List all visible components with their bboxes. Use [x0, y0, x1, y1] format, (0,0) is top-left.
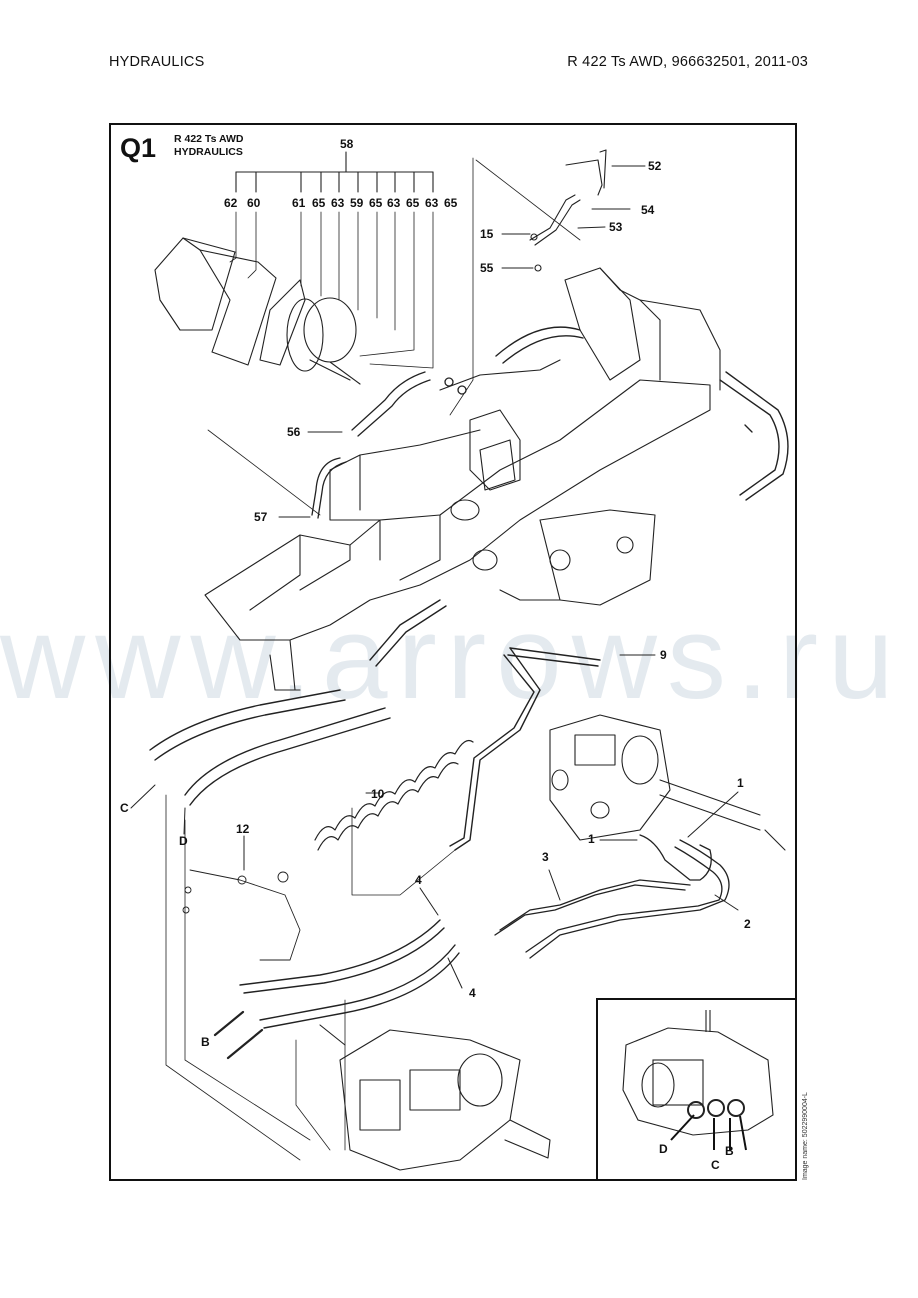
callout-53: 53	[609, 220, 623, 234]
callout-1-lower: 1	[588, 832, 595, 846]
tractor-frame	[204, 359, 711, 691]
hydraulic-cylinder	[259, 279, 361, 385]
callout-3: 3	[542, 850, 549, 864]
group-part: 63	[387, 196, 401, 210]
group-label-58: 58	[340, 137, 354, 151]
section-code: Q1	[120, 133, 157, 163]
inset-transmission	[622, 1010, 774, 1151]
group-part: 65	[444, 196, 458, 210]
handle-bars	[495, 326, 789, 501]
group-part: 59	[350, 196, 364, 210]
callout-55: 55	[480, 261, 494, 275]
callout-1-upper: 1	[737, 776, 744, 790]
inset-label-b: B	[725, 1144, 734, 1158]
page-header-model: R 422 Ts AWD, 966632501, 2011-03	[567, 54, 808, 70]
callout-12: 12	[236, 822, 250, 836]
inset-label-d: D	[659, 1142, 668, 1156]
inset-detail: D C B	[596, 998, 797, 1181]
callout-2: 2	[744, 917, 751, 931]
rear-transmission	[319, 1024, 551, 1171]
group-part: 63	[331, 196, 345, 210]
spring-10	[314, 739, 474, 851]
pipes-2-3	[494, 834, 730, 959]
group-part: 61	[292, 196, 306, 210]
rear-frame	[499, 267, 721, 606]
callout-d: D	[179, 834, 188, 848]
lever-52-53	[529, 149, 607, 272]
inset-label-c: C	[711, 1158, 720, 1172]
group-part: 62	[224, 196, 238, 210]
callout-b: B	[201, 1035, 210, 1049]
page-header-section: HYDRAULICS	[109, 54, 205, 70]
diagram-frame	[109, 123, 797, 1181]
callout-c: C	[120, 801, 129, 815]
front-transmission	[549, 714, 786, 851]
callout-52: 52	[648, 159, 662, 173]
group-58-leaders	[229, 211, 434, 369]
callout-57: 57	[254, 510, 268, 524]
image-name-caption: Image name: 5022990004-L	[802, 1092, 809, 1180]
callout-arrows	[213, 1010, 264, 1060]
model-title: R 422 Ts AWD HYDRAULICS	[174, 133, 243, 159]
model-line-1: R 422 Ts AWD	[174, 133, 244, 145]
callout-4-upper: 4	[415, 873, 422, 887]
callout-56: 56	[287, 425, 301, 439]
hoses-4	[239, 919, 460, 1029]
group-part: 65	[312, 196, 326, 210]
group-part: 63	[425, 196, 439, 210]
watermark: www.arrows.ru	[0, 592, 904, 724]
leader-lines	[165, 157, 581, 1161]
group-58-bracket	[235, 151, 434, 193]
main-hoses	[149, 599, 601, 851]
callout-15: 15	[480, 227, 494, 241]
cylinder-hoses	[311, 371, 467, 519]
callout-4-lower: 4	[469, 986, 476, 1000]
group-part: 65	[369, 196, 383, 210]
model-line-2: HYDRAULICS	[174, 146, 243, 158]
group-part: 65	[406, 196, 420, 210]
callout-54: 54	[641, 203, 655, 217]
callout-10: 10	[371, 787, 385, 801]
callout-lines	[130, 165, 739, 989]
callout-9: 9	[660, 648, 667, 662]
bracket-12	[182, 869, 301, 961]
group-part: 60	[247, 196, 261, 210]
hood-panel	[154, 237, 277, 366]
